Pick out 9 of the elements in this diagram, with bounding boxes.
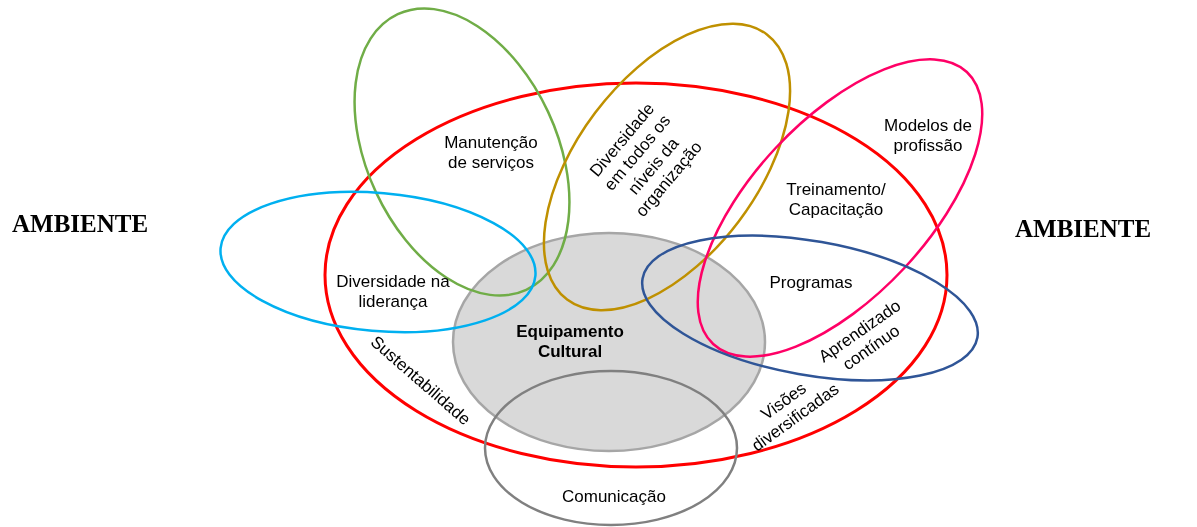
node-label: Programas — [768, 272, 854, 294]
node-label: Diversidade na liderança — [335, 271, 451, 313]
side-label: AMBIENTE — [12, 210, 149, 238]
node-label: Modelos de profissão — [883, 115, 973, 157]
node-label: Equipamento Cultural — [515, 321, 625, 363]
node-label: Comunicação — [561, 486, 667, 508]
side-label: AMBIENTE — [1015, 215, 1152, 243]
node-label: Treinamento/ Capacitação — [785, 179, 887, 221]
node-label: Manutenção de serviços — [443, 132, 539, 174]
